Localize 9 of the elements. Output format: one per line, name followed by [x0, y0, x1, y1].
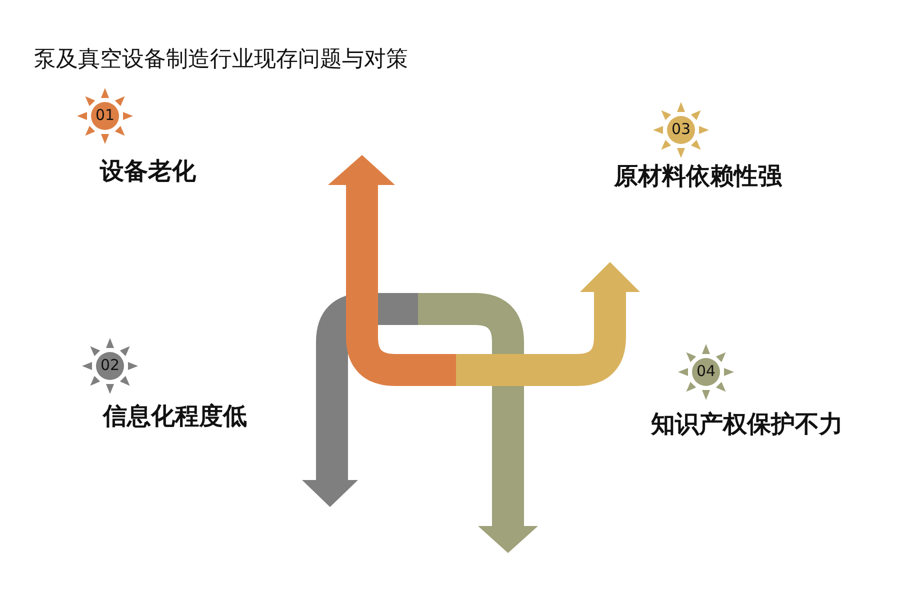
- issue-heading: 信息化程度低: [103, 401, 247, 432]
- issue-heading: 原材料依赖性强: [614, 161, 782, 192]
- step-number: 03: [670, 119, 692, 139]
- step-number: 02: [99, 355, 121, 375]
- step-number: 04: [695, 361, 717, 381]
- issue-heading: 知识产权保护不力: [651, 409, 843, 440]
- title: 泵及真空设备制造行业现存问题与对策: [34, 46, 408, 74]
- step-number: 01: [94, 105, 116, 125]
- issue-heading: 设备老化: [100, 156, 196, 187]
